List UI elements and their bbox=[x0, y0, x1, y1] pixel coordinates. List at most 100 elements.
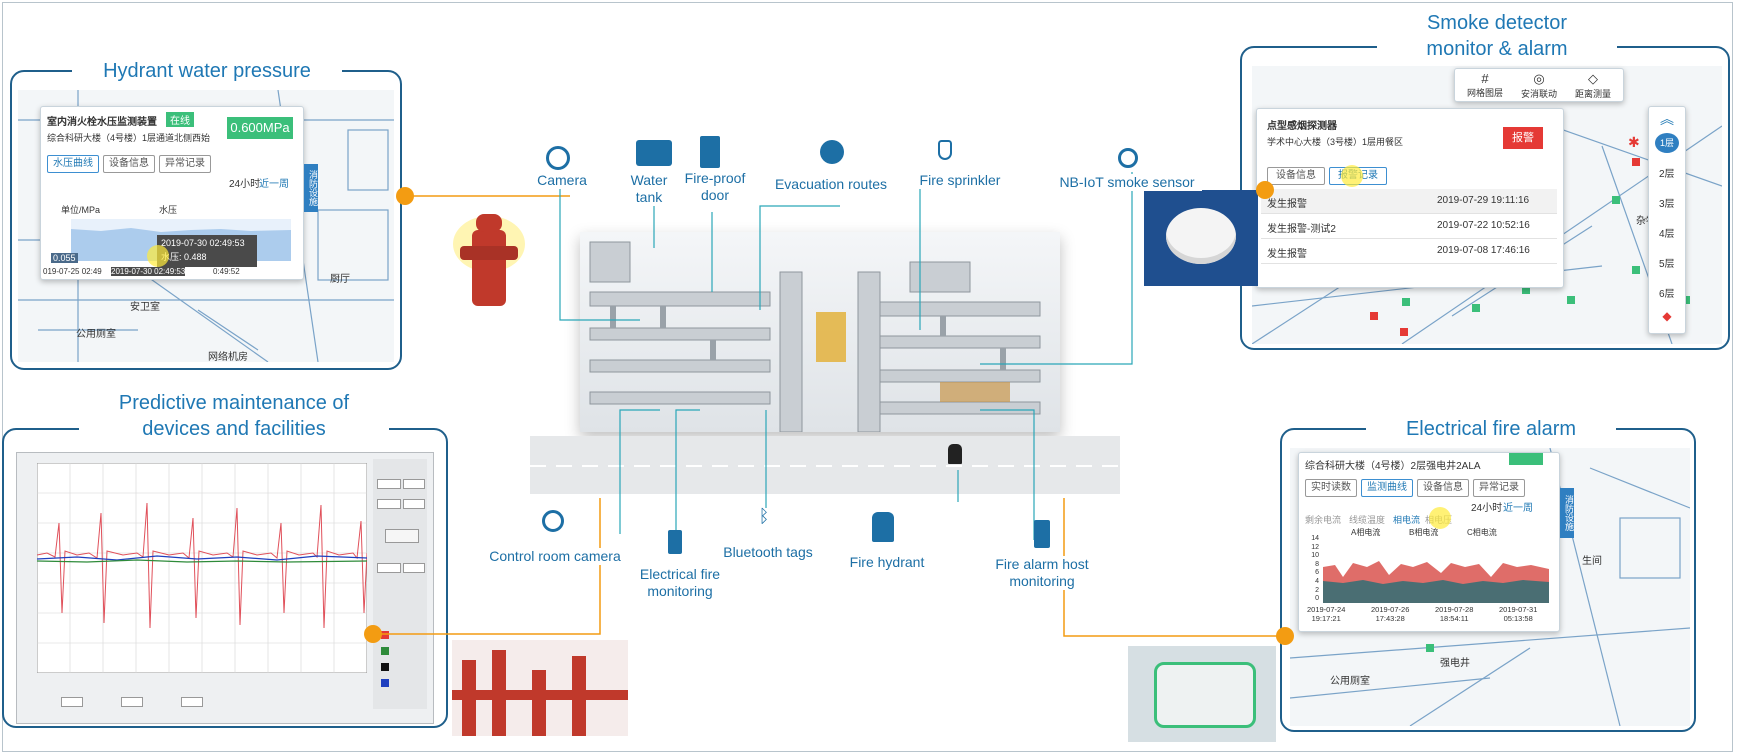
electrical-title: Electrical fire alarm bbox=[1366, 416, 1616, 442]
x-tick-date: 2019-07-26 bbox=[1371, 605, 1410, 614]
current-chart bbox=[1323, 561, 1549, 603]
callout-sprinkler: Fire sprinkler bbox=[908, 172, 1012, 189]
x-tick-date: 2019-07-31 bbox=[1499, 605, 1538, 614]
smoke-title-line2: monitor & alarm bbox=[1426, 38, 1568, 60]
callout-fire-door: Fire-proof door bbox=[676, 170, 754, 204]
status-badge: 在线 bbox=[166, 112, 194, 127]
toolbar-linkage[interactable]: ◎ 安消联动 bbox=[1513, 71, 1565, 100]
swatch-green[interactable] bbox=[381, 647, 389, 655]
pressure-value: 0.600MPa bbox=[227, 117, 293, 139]
tab-device-info[interactable]: 设备信息 bbox=[1417, 479, 1469, 497]
floor-6[interactable]: 6层 bbox=[1659, 289, 1675, 300]
tab-realtime[interactable]: 实时读数 bbox=[1305, 479, 1357, 497]
electrical-info-card: 综合科研大楼（4号楼）2层强电井2ALA 实时读数 监测曲线 设备信息 异常记录… bbox=[1298, 452, 1560, 632]
compass-icon[interactable]: ◆ bbox=[1662, 309, 1672, 323]
swatch-red[interactable] bbox=[381, 631, 389, 639]
side-tab-label: 消防设施 bbox=[308, 170, 318, 206]
tooltip-value: 水压: 0.488 bbox=[161, 252, 207, 262]
field-box[interactable] bbox=[403, 479, 425, 489]
floor-4[interactable]: 4层 bbox=[1659, 229, 1675, 240]
field-box[interactable] bbox=[377, 563, 401, 573]
chart-tooltip: 2019-07-30 02:49:53 水压: 0.488 bbox=[157, 235, 257, 267]
hydrant-title: Hydrant water pressure bbox=[72, 58, 342, 84]
tab-device-info[interactable]: 设备信息 bbox=[1267, 167, 1325, 185]
sensor-icon bbox=[1118, 148, 1138, 168]
side-tab[interactable]: 消防设施 bbox=[1560, 488, 1574, 538]
table-row[interactable]: 发生报警 2019-07-29 19:11:16 bbox=[1261, 189, 1557, 214]
field-box[interactable] bbox=[403, 563, 425, 573]
callout-evacuation: Evacuation routes bbox=[764, 176, 898, 193]
hydrant-info-card: 室内消火栓水压监测装置 在线 综合科研大楼（4号楼）1层通道北侧西始 0.600… bbox=[40, 106, 304, 280]
cursor-highlight bbox=[147, 245, 169, 267]
range-label: 24小时 bbox=[229, 179, 261, 190]
electrical-panel: 公用厕室 强电井 生间 Electrical fire alarm 综合科研大楼… bbox=[1280, 416, 1696, 732]
callout-hydrant: Fire hydrant bbox=[838, 554, 936, 571]
predictive-panel: Predictive maintenance of devices and fa… bbox=[2, 390, 448, 728]
swatch-dark[interactable] bbox=[381, 663, 389, 671]
sub-tab[interactable]: 剩余电流 bbox=[1305, 515, 1342, 525]
collapse-up-icon[interactable]: ︽ bbox=[1660, 111, 1674, 127]
tab-pressure-curve[interactable]: 水压曲线 bbox=[47, 155, 99, 173]
axis-start: 019-07-25 02:49 bbox=[43, 267, 102, 276]
table-row[interactable]: 发生报警 2019-07-08 17:46:16 bbox=[1261, 239, 1557, 264]
connector-dot-hydrant bbox=[396, 187, 414, 205]
field-box[interactable] bbox=[377, 479, 401, 489]
street-markings bbox=[530, 465, 1120, 467]
room-label: 生间 bbox=[1582, 556, 1602, 567]
table-row[interactable]: 发生报警-测试2 2019-07-22 10:52:16 bbox=[1261, 214, 1557, 239]
sensor-photo bbox=[1128, 646, 1276, 742]
alarm-button[interactable]: 报警 bbox=[1503, 127, 1543, 149]
valve-pipes-icon bbox=[452, 650, 628, 736]
toolbar-label: 安消联动 bbox=[1520, 89, 1557, 99]
tab-abnormal-records[interactable]: 异常记录 bbox=[1473, 479, 1525, 497]
callout-water-tank: Water tank bbox=[622, 172, 676, 206]
side-tab[interactable]: 消防设施 bbox=[304, 164, 318, 212]
floor-5[interactable]: 5层 bbox=[1659, 259, 1675, 270]
predictive-title-line1: Predictive maintenance of bbox=[118, 392, 350, 414]
record-time: 2019-07-08 17:46:16 bbox=[1437, 245, 1530, 256]
status-badge bbox=[1509, 453, 1543, 465]
floor-2[interactable]: 2层 bbox=[1659, 169, 1675, 180]
tab-device-info[interactable]: 设备信息 bbox=[103, 155, 155, 173]
apply-button[interactable] bbox=[385, 529, 419, 543]
settings-sidebar bbox=[373, 459, 427, 709]
callout-line: door bbox=[700, 187, 730, 203]
legend-b: B相电流 bbox=[1409, 528, 1439, 537]
toolbar-measure[interactable]: ◇ 距离测量 bbox=[1567, 71, 1619, 100]
control-camera-icon bbox=[542, 510, 564, 532]
tab-abnormal-records[interactable]: 异常记录 bbox=[159, 155, 211, 173]
y-tick: 10 bbox=[1311, 552, 1319, 560]
field-box[interactable] bbox=[121, 697, 143, 707]
sub-tab[interactable]: 相电流 bbox=[1393, 515, 1421, 525]
field-box[interactable] bbox=[181, 697, 203, 707]
signal-window bbox=[16, 452, 434, 724]
swatch-blue[interactable] bbox=[381, 679, 389, 687]
smoke-detector-photo bbox=[1144, 190, 1258, 286]
record-time: 2019-07-22 10:52:16 bbox=[1437, 220, 1530, 231]
record-time: 2019-07-29 19:11:16 bbox=[1437, 195, 1530, 206]
range-link[interactable]: 近一周 bbox=[1503, 503, 1533, 514]
legend-a: A相电流 bbox=[1351, 528, 1381, 537]
map-toolbar: # 网格图层 ◎ 安消联动 ◇ 距离测量 bbox=[1454, 68, 1624, 102]
floor-selector: ︽ 1层 2层 3层 4层 5层 6层 ◆ bbox=[1648, 106, 1686, 334]
legend-c: C相电流 bbox=[1467, 528, 1497, 537]
field-box[interactable] bbox=[61, 697, 83, 707]
callout-line: Electrical fire bbox=[639, 566, 721, 582]
field-box[interactable] bbox=[377, 499, 401, 509]
hydrant-photo bbox=[452, 206, 526, 310]
range-link[interactable]: 近一周 bbox=[259, 179, 289, 190]
toolbar-grid[interactable]: # 网格图层 bbox=[1459, 71, 1511, 99]
room-label: 网络机房 bbox=[208, 352, 248, 362]
room-label: 厨厅 bbox=[330, 274, 350, 285]
y-tick: 12 bbox=[1311, 543, 1319, 551]
card-title: 点型感烟探测器 bbox=[1267, 121, 1337, 132]
field-box[interactable] bbox=[403, 499, 425, 509]
sub-tab[interactable]: 线缆温度 bbox=[1349, 515, 1386, 525]
tab-curve[interactable]: 监测曲线 bbox=[1361, 479, 1413, 497]
camera-icon bbox=[546, 146, 570, 170]
floor-1[interactable]: 1层 bbox=[1655, 133, 1679, 153]
predictive-title: Predictive maintenance of devices and fa… bbox=[79, 390, 389, 442]
floor-3[interactable]: 3层 bbox=[1659, 199, 1675, 210]
